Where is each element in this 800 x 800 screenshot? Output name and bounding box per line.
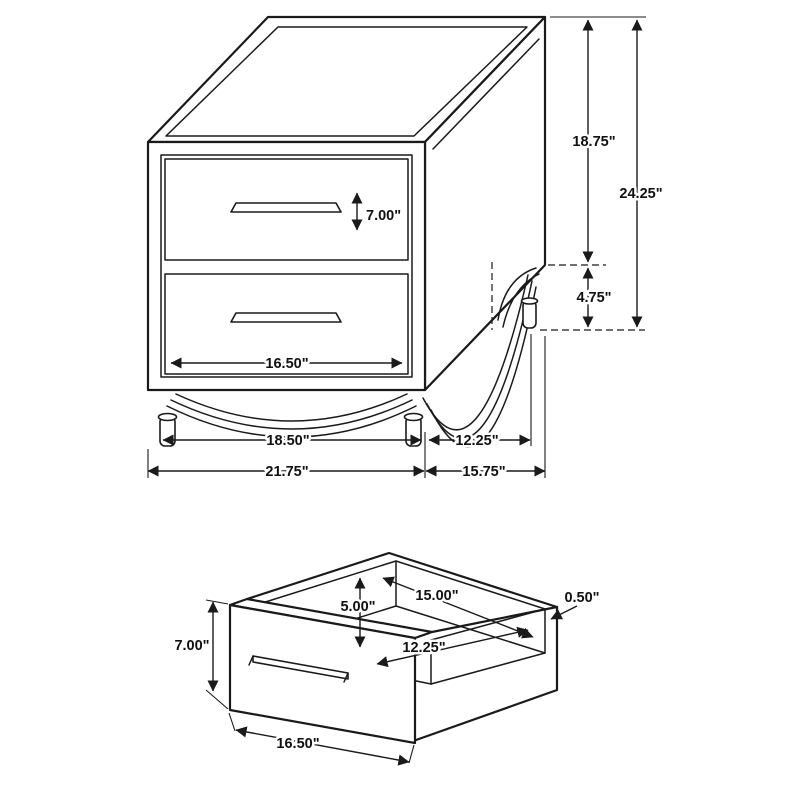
- dim-label-case-height: 18.75": [572, 134, 615, 150]
- drawer-handle-bottom: [230, 312, 342, 323]
- dim-label-total-height: 24.25": [619, 186, 662, 202]
- nightstand-side-inset: [432, 38, 540, 150]
- dim-label-total-width: 21.75": [265, 464, 308, 480]
- dim-label-inner-width: 15.00": [415, 588, 458, 604]
- dim-label-total-depth: 15.75": [462, 464, 505, 480]
- back-leg-scroll-2: [502, 273, 540, 328]
- nightstand-figure: 18.75" 24.25" 4.75" 7.00" 16.50" 18.50" …: [146, 15, 665, 483]
- dim-label-wall-thickness: 0.50": [564, 590, 599, 606]
- nightstand-front-frame: [160, 154, 413, 378]
- drawer-front-top: [164, 158, 409, 261]
- dim-label-front-height: 7.00": [174, 638, 209, 654]
- drawer-handle-mount-right: [343, 672, 349, 683]
- nightstand-front-face: [146, 140, 427, 392]
- back-right-foot-collar: [520, 297, 539, 305]
- front-right-foot-collar: [403, 412, 424, 422]
- drawer-handle-top: [230, 202, 342, 213]
- drawer-front-bottom: [164, 273, 409, 375]
- front-stretcher-curve-2: [170, 399, 413, 430]
- dim-wall-thickness-line: [550, 605, 578, 620]
- nightstand-top-inset: [165, 26, 528, 137]
- back-right-foot: [522, 300, 537, 329]
- dim-label-front-width: 16.50": [276, 736, 319, 752]
- drawer-right-wall: [414, 605, 559, 742]
- dim-label-drawer-height: 7.00": [366, 208, 401, 224]
- ext-front-width-right: [408, 744, 415, 764]
- nightstand-reference-lines: [147, 16, 646, 478]
- dim-label-side-leg-span: 12.25": [455, 433, 498, 449]
- dim-label-drawer-width: 16.50": [265, 356, 308, 372]
- ext-front-height-top: [205, 599, 229, 605]
- ext-front-height-bottom: [205, 689, 229, 710]
- nightstand-legs: [157, 267, 540, 448]
- front-right-foot: [405, 416, 422, 447]
- side-stretcher-curve-1: [422, 274, 529, 431]
- drawer-handle: [252, 655, 349, 680]
- drawer-dimensions: 7.00" 5.00" 15.00" 0.50" 12.25" 16.50": [172, 576, 602, 766]
- front-stretcher-curve-1: [175, 393, 408, 422]
- front-left-foot: [159, 416, 176, 447]
- dim-label-front-leg-span: 18.50": [266, 433, 309, 449]
- back-leg-scroll-1: [497, 267, 537, 321]
- drawer-figure: 7.00" 5.00" 15.00" 0.50" 12.25" 16.50": [172, 551, 602, 766]
- side-stretcher-curve-2: [426, 280, 533, 440]
- dim-inner-depth-line: [376, 626, 529, 668]
- ext-front-width-left: [228, 712, 236, 732]
- dim-label-inner-depth: 12.25": [402, 640, 445, 656]
- nightstand-body: [146, 15, 547, 392]
- drawer-handle-mount-left: [248, 655, 254, 666]
- dim-front-width-line: [235, 726, 410, 766]
- dim-label-leg-height: 4.75": [576, 290, 611, 306]
- front-left-foot-collar: [157, 412, 178, 422]
- dim-label-inner-height: 5.00": [340, 599, 375, 615]
- nightstand-dimensions: 18.75" 24.25" 4.75" 7.00" 16.50" 18.50" …: [147, 19, 665, 483]
